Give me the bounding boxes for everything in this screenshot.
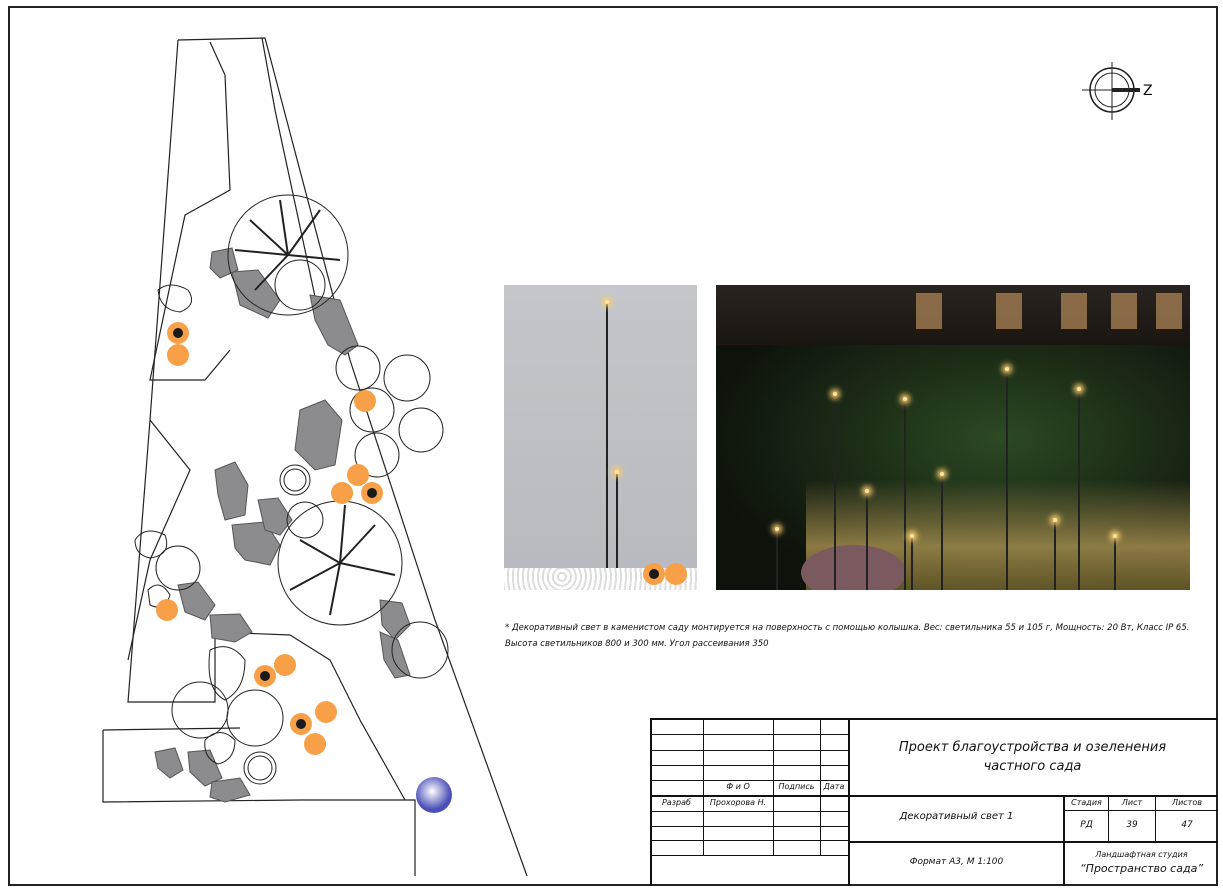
sheet-name: Декоративный свет 1 bbox=[899, 811, 1014, 822]
project-title: Проект благоустройства и озеленения част… bbox=[898, 740, 1167, 774]
role: Разраб bbox=[662, 798, 691, 807]
stage-label: Стадия bbox=[1071, 798, 1102, 807]
legend-lights bbox=[643, 563, 687, 585]
header-date: Дата bbox=[823, 782, 845, 791]
stage-value: РД bbox=[1080, 820, 1093, 830]
sheet-label: Лист bbox=[1121, 798, 1143, 807]
fountain-icon bbox=[416, 777, 452, 813]
trees bbox=[227, 194, 403, 626]
studio-label: Ландшафтная студия bbox=[1095, 850, 1188, 859]
sheets-label: Листов bbox=[1172, 798, 1202, 807]
shrubs bbox=[134, 284, 449, 785]
compass-icon bbox=[1082, 62, 1140, 120]
stones bbox=[154, 247, 411, 803]
studio-name: “Пространство сада” bbox=[1079, 862, 1204, 875]
sheet-frame bbox=[8, 6, 1218, 886]
product-photo bbox=[504, 285, 697, 590]
sheet-number: 39 bbox=[1126, 820, 1138, 830]
lighting-note: * Декоративный свет в каменистом саду мо… bbox=[505, 623, 1190, 649]
compass-label: Z bbox=[1143, 83, 1153, 99]
title-block: Ф и О Подпись Дата Разраб Прохорова Н. П… bbox=[650, 718, 1218, 886]
author: Прохорова Н. bbox=[709, 798, 767, 807]
light-fixtures bbox=[156, 322, 383, 755]
header-fio: Ф и О bbox=[726, 782, 750, 791]
header-signature: Подпись bbox=[778, 782, 815, 791]
example-night-photo bbox=[716, 285, 1190, 590]
sheet-count: 47 bbox=[1181, 820, 1193, 830]
plan-outlines bbox=[102, 37, 528, 877]
format-scale: Формат А3, М 1:100 bbox=[909, 857, 1004, 867]
